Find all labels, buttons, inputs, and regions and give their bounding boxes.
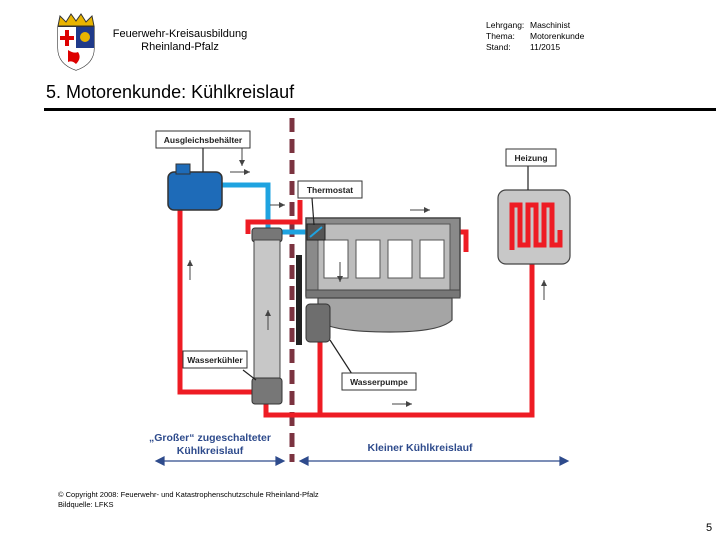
fan [296,255,302,345]
page-number: 5 [706,522,713,534]
meta-row: Stand: 11/2015 [486,42,584,53]
meta-value: 11/2015 [530,42,561,52]
meta-key: Stand: [486,42,511,52]
water-pump [305,303,331,343]
label-thermostat: Thermostat [307,185,353,195]
range-arrows [154,456,570,466]
meta-row: Lehrgang: Maschinist [486,20,584,31]
label-wasserkuehler: Wasserkühler [187,355,243,365]
coat-of-arms-logo [57,13,95,71]
flow-arrows [187,146,547,407]
engine-block [305,217,461,333]
label-wasserpumpe: Wasserpumpe [350,377,408,387]
label-grosser-kreislauf-line1: „Großer“ zugeschalteter [149,432,271,444]
cooling-circuit-diagram: Ausgleichsbehälter Heizung Thermostat Wa… [149,118,571,466]
meta-value: Motorenkunde [530,31,585,41]
label-box [341,372,417,391]
radiator [251,227,283,405]
image-source-text: Bildquelle: LFKS [58,500,114,509]
label-pointers [202,148,529,381]
expansion-tank-cap [175,163,191,175]
heater [497,189,571,265]
label-box [297,180,363,199]
meta-key: Thema: [486,31,515,41]
label-kleiner-kreislauf: Kleiner Kühlkreislauf [367,442,473,454]
org-line-2: Rheinland-Pfalz [141,41,219,53]
label-box [155,130,251,149]
footer-copyright: © Copyright 2008: Feuerwehr- und Katastr… [58,490,319,510]
course-meta: Lehrgang: Maschinist Thema: Motorenkunde… [486,20,584,53]
expansion-tank [167,171,223,211]
label-grosser-kreislauf-line2: Kühlkreislauf [177,445,244,457]
label-box [505,148,557,167]
meta-row: Thema: Motorenkunde [486,31,584,42]
org-line-1: Feuerwehr-Kreisausbildung [112,28,248,40]
meta-value: Maschinist [530,20,571,30]
title-divider [44,108,716,111]
meta-key: Lehrgang: [486,20,525,30]
label-heizung: Heizung [514,153,547,163]
label-ausgleichsbehaelter: Ausgleichsbehälter [164,135,243,145]
organization-name: Feuerwehr-Kreisausbildung Rheinland-Pfal… [105,28,255,54]
label-box [182,350,248,369]
copyright-text: © Copyright 2008: Feuerwehr- und Katastr… [58,490,319,499]
page-title: 5. Motorenkunde: Kühlkreislauf [46,82,295,102]
